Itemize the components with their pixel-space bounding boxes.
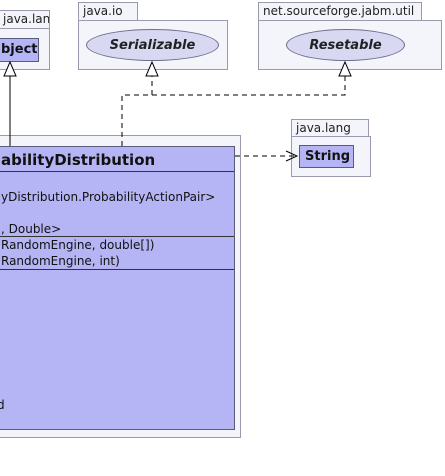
class-string-name: String (305, 149, 351, 164)
package-tab-java-lang-right: java.lang (291, 119, 369, 137)
interface-serializable[interactable]: Serializable (86, 29, 219, 61)
class-main-constructors-divider (0, 269, 234, 270)
package-tab-jabm-util: net.sourceforge.jabm.util (258, 2, 422, 21)
package-label-java-lang-right: java.lang (296, 121, 351, 135)
constructor-2: RandomEngine, int) (1, 254, 120, 268)
package-label-java-io: java.io (83, 4, 123, 18)
constructor-1: RandomEngine, double[]) (1, 238, 155, 252)
class-main-attributes-divider (0, 236, 234, 237)
realization-line-resetable (121, 76, 346, 146)
attribute-1: yDistribution.ProbabilityActionPair> (1, 190, 216, 204)
class-probability-distribution[interactable]: abilityDistribution yDistribution.Probab… (0, 146, 235, 430)
class-string[interactable]: String (299, 145, 354, 168)
class-object[interactable]: bject (0, 38, 39, 62)
interface-resetable[interactable]: Resetable (286, 29, 405, 61)
generalization-arrow-object (3, 60, 17, 77)
class-main-name: abilityDistribution (1, 151, 156, 169)
realization-arrow-resetable (338, 60, 352, 77)
interface-resetable-name: Resetable (309, 37, 382, 53)
package-label-jabm-util: net.sourceforge.jabm.util (263, 4, 415, 18)
package-label-java-lang: java.lang (3, 12, 50, 26)
attribute-2: , Double> (1, 222, 62, 236)
interface-serializable-name: Serializable (109, 37, 196, 53)
operation-1: d (0, 398, 5, 412)
dependency-arrow-string (285, 150, 299, 162)
class-object-name: bject (1, 42, 38, 57)
class-main-name-divider (0, 171, 234, 172)
realization-arrow-serializable (145, 60, 159, 77)
